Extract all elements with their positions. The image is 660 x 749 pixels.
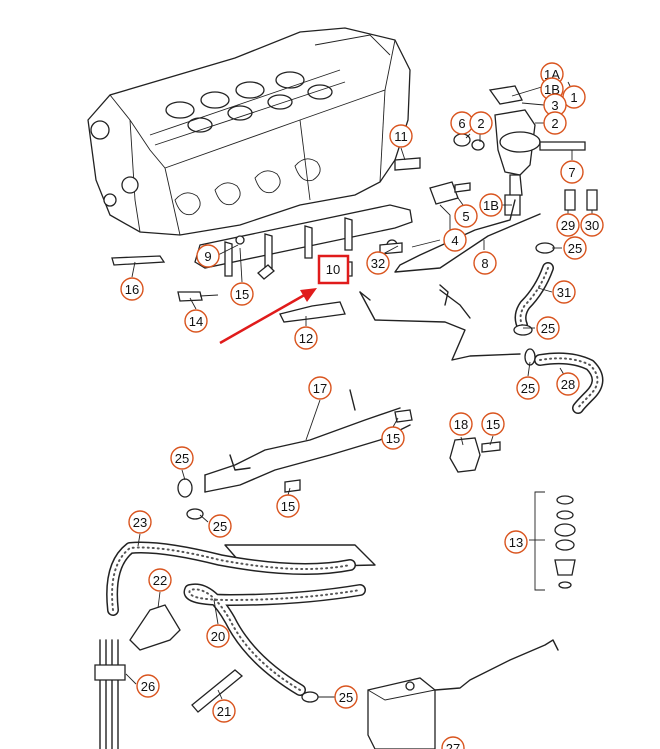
svg-text:15: 15 bbox=[281, 499, 295, 514]
svg-text:1B: 1B bbox=[544, 82, 560, 97]
svg-text:20: 20 bbox=[211, 629, 225, 644]
callout-17: 17 bbox=[308, 376, 332, 400]
svg-text:29: 29 bbox=[561, 218, 575, 233]
callout-26: 26 bbox=[136, 674, 160, 698]
svg-text:21: 21 bbox=[217, 704, 231, 719]
callout-20: 20 bbox=[206, 624, 230, 648]
hoses-lower-left bbox=[94, 541, 376, 749]
callout-28: 28 bbox=[556, 372, 580, 396]
svg-text:2: 2 bbox=[551, 116, 558, 131]
callout-31: 31 bbox=[552, 280, 576, 304]
fuel-rail bbox=[194, 204, 413, 280]
svg-text:13: 13 bbox=[509, 535, 523, 550]
callout-2: 2 bbox=[543, 111, 567, 135]
callout-29: 29 bbox=[556, 213, 580, 237]
svg-text:25: 25 bbox=[521, 381, 535, 396]
svg-text:15: 15 bbox=[486, 417, 500, 432]
svg-text:10: 10 bbox=[326, 262, 340, 277]
callout-11: 11 bbox=[389, 124, 413, 148]
callout-12: 12 bbox=[294, 326, 318, 350]
svg-text:16: 16 bbox=[125, 282, 139, 297]
svg-text:25: 25 bbox=[339, 690, 353, 705]
svg-text:1B: 1B bbox=[483, 198, 499, 213]
svg-text:25: 25 bbox=[568, 241, 582, 256]
callout-9: 9 bbox=[196, 244, 220, 268]
callout-2: 2 bbox=[469, 111, 493, 135]
leader-lines bbox=[125, 81, 593, 700]
callout-16: 16 bbox=[120, 277, 144, 301]
high-pressure-pump bbox=[379, 85, 598, 255]
callout-25: 25 bbox=[208, 514, 232, 538]
callout-27: 27 bbox=[441, 736, 465, 749]
svg-text:28: 28 bbox=[561, 377, 575, 392]
small-parts-left bbox=[111, 255, 353, 323]
callout-14: 14 bbox=[184, 309, 208, 333]
svg-text:9: 9 bbox=[204, 249, 211, 264]
svg-text:30: 30 bbox=[585, 218, 599, 233]
callout-15: 15 bbox=[481, 412, 505, 436]
svg-text:3: 3 bbox=[551, 98, 558, 113]
callout-25: 25 bbox=[563, 236, 587, 260]
svg-text:25: 25 bbox=[213, 519, 227, 534]
callout-25: 25 bbox=[170, 446, 194, 470]
callout-5: 5 bbox=[454, 204, 478, 228]
callout-23: 23 bbox=[128, 510, 152, 534]
charcoal-canister bbox=[367, 639, 559, 749]
svg-text:15: 15 bbox=[386, 431, 400, 446]
callout-7: 7 bbox=[560, 160, 584, 184]
svg-text:2: 2 bbox=[477, 116, 484, 131]
part-callouts: 1A 1B 1 3 2 6 2 11 7 1B 5 29 30 4 25 9 3… bbox=[120, 62, 604, 749]
svg-text:15: 15 bbox=[235, 287, 249, 302]
callout-15: 15 bbox=[276, 494, 300, 518]
hoses-right bbox=[513, 242, 604, 414]
highlighted-callout-10: 10 bbox=[317, 254, 350, 285]
svg-text:8: 8 bbox=[481, 256, 488, 271]
svg-text:7: 7 bbox=[568, 165, 575, 180]
callout-30: 30 bbox=[580, 213, 604, 237]
callout-21: 21 bbox=[212, 699, 236, 723]
callout-18: 18 bbox=[449, 412, 473, 436]
svg-text:11: 11 bbox=[394, 129, 408, 144]
svg-text:6: 6 bbox=[458, 116, 465, 131]
svg-text:1: 1 bbox=[570, 90, 577, 105]
callout-1B: 1B bbox=[479, 193, 503, 217]
svg-text:18: 18 bbox=[454, 417, 468, 432]
pipe-assembly-17 bbox=[177, 389, 501, 520]
svg-text:5: 5 bbox=[462, 209, 469, 224]
svg-text:27: 27 bbox=[446, 741, 460, 749]
svg-text:32: 32 bbox=[371, 256, 385, 271]
callout-25: 25 bbox=[516, 376, 540, 400]
callout-8: 8 bbox=[473, 251, 497, 275]
svg-text:26: 26 bbox=[141, 679, 155, 694]
cylinder-head bbox=[87, 27, 411, 236]
callout-22: 22 bbox=[148, 568, 172, 592]
callout-13: 13 bbox=[504, 530, 528, 554]
svg-text:12: 12 bbox=[299, 331, 313, 346]
callout-15: 15 bbox=[381, 426, 405, 450]
red-arrow bbox=[219, 288, 317, 345]
part-13-kit bbox=[534, 491, 576, 591]
svg-text:22: 22 bbox=[153, 573, 167, 588]
callout-32: 32 bbox=[366, 251, 390, 275]
svg-text:4: 4 bbox=[451, 233, 458, 248]
svg-text:31: 31 bbox=[557, 285, 571, 300]
svg-text:25: 25 bbox=[175, 451, 189, 466]
svg-text:23: 23 bbox=[133, 515, 147, 530]
callout-15: 15 bbox=[230, 282, 254, 306]
svg-text:25: 25 bbox=[541, 321, 555, 336]
callout-25: 25 bbox=[536, 316, 560, 340]
svg-text:14: 14 bbox=[189, 314, 203, 329]
callout-4: 4 bbox=[443, 228, 467, 252]
callout-25: 25 bbox=[334, 685, 358, 709]
svg-text:17: 17 bbox=[313, 381, 327, 396]
